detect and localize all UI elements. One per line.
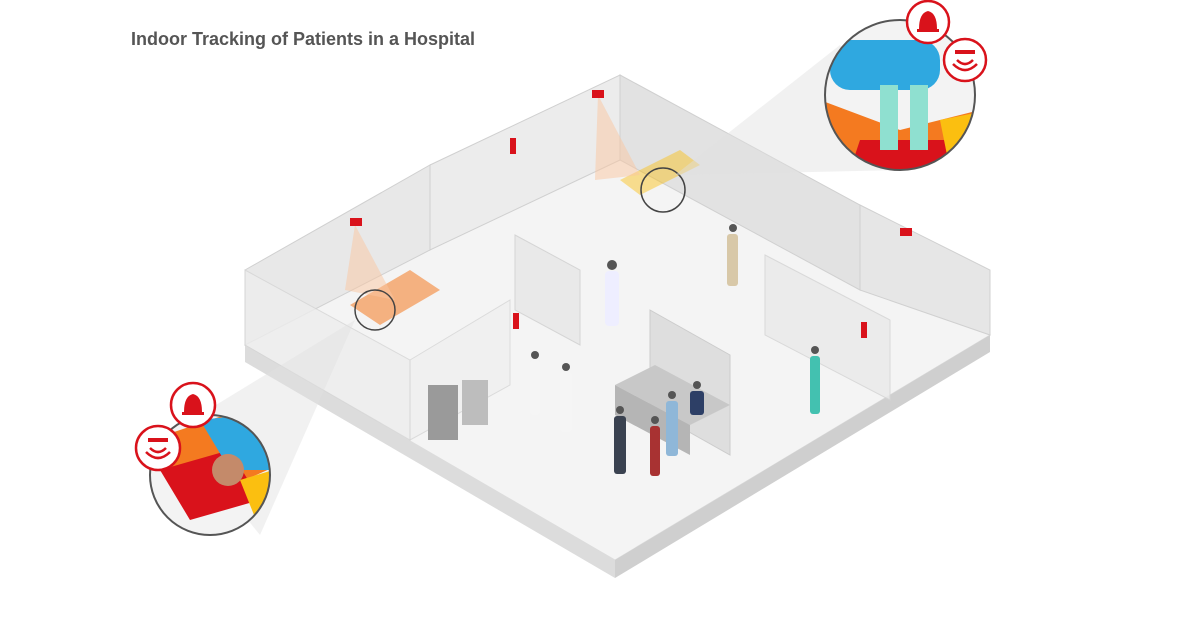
alarm-bell-icon (905, 0, 951, 45)
ceiling-sensor-icon (134, 424, 182, 472)
ceiling-sensor-icon (592, 90, 604, 98)
ceiling-sensor-icon (350, 218, 362, 226)
ceiling-sensor-icon (900, 228, 912, 236)
page-title: Indoor Tracking of Patients in a Hospita… (131, 29, 476, 49)
ceiling-sensor-icon (942, 37, 988, 83)
alarm-bell-icon (169, 381, 217, 429)
